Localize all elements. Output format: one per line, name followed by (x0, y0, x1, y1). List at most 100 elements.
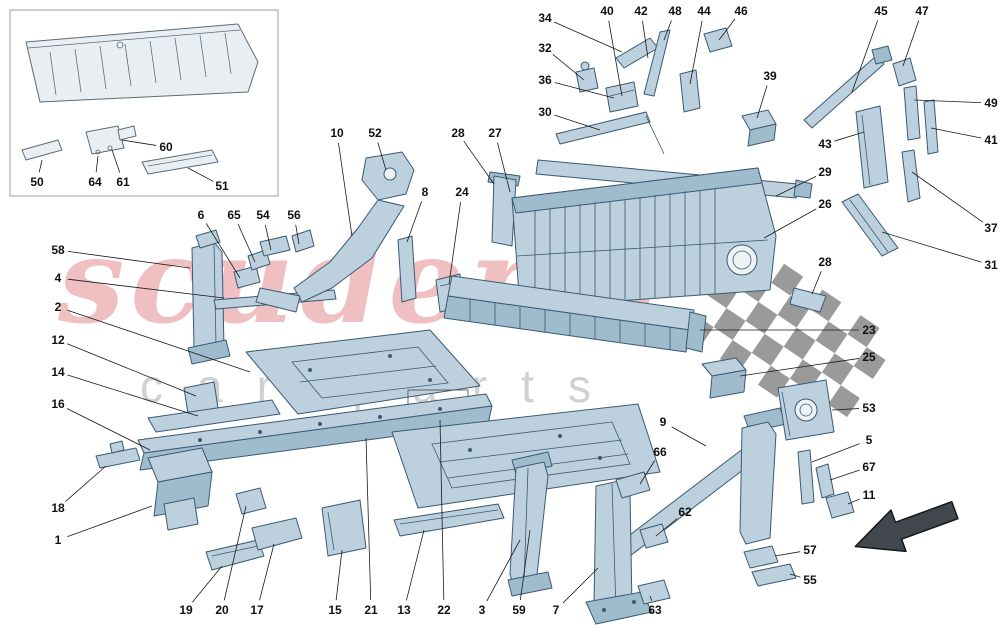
part-center-pillar (507, 451, 553, 597)
callout-number: 7 (553, 603, 560, 617)
callout-number: 51 (215, 179, 229, 193)
callout-number: 53 (862, 401, 876, 415)
callout-number: 45 (874, 4, 888, 18)
callout-number: 12 (51, 333, 65, 347)
callout-leader-line (187, 167, 214, 182)
callout-number: 23 (862, 323, 876, 337)
callout-number: 26 (818, 197, 832, 211)
callout-number: 18 (51, 501, 65, 515)
callout-leader-line (377, 142, 387, 171)
callout-number: 36 (538, 73, 552, 87)
checker-cell (713, 308, 746, 340)
callout-number: 41 (984, 133, 998, 147)
callout-number: 43 (818, 137, 832, 151)
callout-leader-line (831, 408, 860, 411)
callout-leader-line (205, 223, 241, 279)
callout-leader-line (608, 20, 623, 97)
checker-cell (745, 301, 778, 334)
callout-number: 4 (55, 271, 62, 285)
checker-cell (783, 327, 816, 360)
part-right-small-brackets (743, 379, 855, 587)
callout-number: 3 (479, 603, 486, 617)
callout-number: 15 (328, 603, 342, 617)
callout-leader-line (881, 231, 982, 263)
callout-leader-line (65, 465, 107, 502)
callout-leader-line (95, 155, 99, 173)
callout-number: 56 (287, 208, 301, 222)
callout-number: 9 (660, 415, 667, 429)
callout-leader-line (775, 176, 817, 197)
callout-number: 44 (697, 4, 711, 18)
part-b-pillar-assembly (585, 407, 787, 625)
part-crossmember (443, 275, 747, 399)
direction-arrow (854, 501, 959, 553)
callout-number: 28 (818, 255, 832, 269)
callout-leader-line (111, 149, 121, 173)
callout-number: 1 (55, 533, 62, 547)
callout-leader-line (406, 529, 425, 601)
callout-number: 34 (538, 11, 552, 25)
callout-leader-line (223, 505, 247, 601)
callout-leader-line (67, 374, 199, 417)
callout-leader-line (519, 529, 531, 601)
callout-leader-line (911, 171, 984, 223)
callout-number: 40 (600, 4, 614, 18)
callout-leader-line (335, 549, 343, 601)
checker-cell (815, 321, 848, 354)
callout-leader-line (553, 21, 623, 53)
callout-number: 28 (451, 126, 465, 140)
callout-leader-line (448, 201, 461, 285)
callout-number: 24 (455, 185, 469, 199)
checker-cell (847, 315, 880, 348)
callout-number: 65 (227, 208, 241, 222)
part-sill-beam (95, 393, 493, 531)
callout-number: 64 (88, 175, 102, 189)
callout-leader-line (552, 54, 585, 81)
callout-leader-line (497, 142, 511, 193)
callout-number: 60 (159, 140, 173, 154)
part-floor-panel-front (147, 329, 481, 439)
callout-leader-line (829, 469, 860, 481)
callout-leader-line (121, 139, 157, 146)
callout-leader-line (642, 20, 649, 59)
part-a-pillar (255, 151, 415, 313)
callout-leader-line (38, 159, 43, 173)
callout-number: 27 (488, 126, 502, 140)
callout-number: 37 (984, 221, 998, 235)
callout-leader-line (655, 518, 678, 537)
callout-number: 46 (734, 4, 748, 18)
part-right-rails (789, 45, 939, 313)
callout-leader-line (67, 309, 251, 373)
callout-number: 67 (862, 460, 876, 474)
callout-leader-line (259, 543, 275, 601)
callout-number: 63 (648, 603, 662, 617)
callout-number: 16 (51, 397, 65, 411)
callout-number: 62 (678, 505, 692, 519)
callout-leader-line (913, 99, 982, 104)
callout-leader-line (67, 278, 225, 299)
callout-leader-line (237, 223, 256, 263)
callout-number: 42 (634, 4, 648, 18)
callout-leader-line (834, 131, 865, 142)
part-upper-brackets (575, 27, 777, 147)
callout-leader-line (66, 408, 151, 451)
callout-leader-line (739, 358, 860, 377)
callout-leader-line (847, 498, 860, 505)
callout-leader-line (439, 419, 445, 601)
callout-number: 21 (364, 603, 378, 617)
callout-number: 61 (116, 175, 130, 189)
callout-number: 2 (55, 300, 62, 314)
callout-number: 25 (862, 350, 876, 364)
callout-number: 49 (984, 96, 998, 110)
callout-leader-line (789, 573, 801, 578)
checker-cell (751, 333, 784, 366)
callout-leader-line (463, 140, 495, 185)
callout-leader-line (930, 127, 982, 139)
callout-number: 29 (818, 165, 832, 179)
callout-leader-line (365, 437, 372, 601)
callout-leader-line (562, 567, 599, 604)
callout-number: 31 (984, 258, 998, 272)
callout-leader-line (718, 18, 736, 41)
callout-number: 59 (512, 603, 526, 617)
